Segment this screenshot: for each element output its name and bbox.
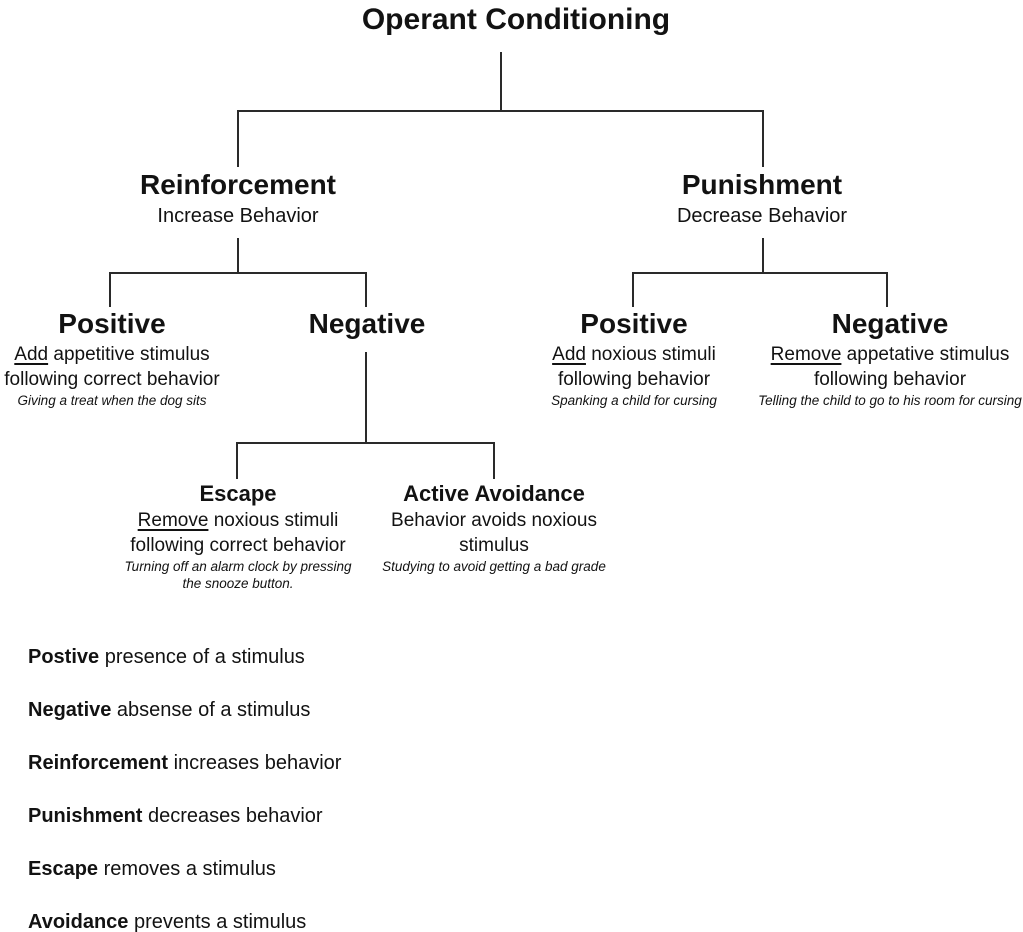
connector-title-stem xyxy=(500,52,502,111)
connector-punishment-negative-drop xyxy=(886,272,888,307)
connector-reinforcement-positive-drop xyxy=(109,272,111,307)
node-punishment-positive: Positive Add noxious stimuli following b… xyxy=(524,306,744,409)
node-escape-desc-line1: Remove noxious stimuli xyxy=(113,508,363,533)
node-punishment-positive-desc-line2: following behavior xyxy=(557,369,711,390)
definition-item-avoidance: Avoidance prevents a stimulus xyxy=(28,909,306,932)
desc-text: appetitive stimulus xyxy=(48,344,210,365)
node-reinforcement-negative: Negative xyxy=(267,306,467,342)
underlined-word: Remove xyxy=(770,344,842,365)
node-punishment-positive-example: Spanking a child for cursing xyxy=(551,393,717,408)
definition-item-negative: Negative absense of a stimulus xyxy=(28,697,310,723)
desc-text: appetative stimulus xyxy=(841,344,1010,365)
definition-text: presence of a stimulus xyxy=(99,646,305,668)
connector-reinforcement-drop xyxy=(237,110,239,167)
node-active-avoidance: Active Avoidance Behavior avoids noxious… xyxy=(374,480,614,575)
node-punishment-negative-desc-line1: Remove appetative stimulus xyxy=(753,342,1023,367)
node-escape-example-line1: Turning off an alarm clock by pressing xyxy=(124,559,352,574)
connector-punishment-drop xyxy=(762,110,764,167)
connector-reinforcement-stem xyxy=(237,238,239,273)
node-punishment-subtitle: Decrease Behavior xyxy=(676,205,848,227)
definition-item-positive: Postive presence of a stimulus xyxy=(28,644,305,670)
definition-term: Escape xyxy=(28,858,99,880)
definition-item-punishment: Punishment decreases behavior xyxy=(28,803,323,829)
desc-text: noxious stimuli xyxy=(208,510,339,531)
connector-punishment-horizontal xyxy=(632,272,888,274)
definition-text: absense of a stimulus xyxy=(111,699,311,721)
node-reinforcement-positive-desc-line1: Add appetitive stimulus xyxy=(0,342,232,367)
node-escape: Escape Remove noxious stimuli following … xyxy=(113,480,363,592)
node-active-avoidance-title: Active Avoidance xyxy=(403,481,585,506)
node-reinforcement-negative-title: Negative xyxy=(308,308,426,339)
node-punishment-negative: Negative Remove appetative stimulus foll… xyxy=(753,306,1023,409)
connector-negative-stem xyxy=(365,352,367,443)
connector-escape-drop xyxy=(236,442,238,479)
definition-text: decreases behavior xyxy=(142,805,323,827)
node-punishment-negative-desc-line2: following behavior xyxy=(813,369,967,390)
diagram-title: Operant Conditioning xyxy=(361,3,671,36)
node-reinforcement-subtitle: Increase Behavior xyxy=(157,205,319,227)
connector-reinforcement-negative-drop xyxy=(365,272,367,307)
node-active-avoidance-desc-line2: stimulus xyxy=(459,535,529,556)
node-punishment-positive-desc-line1: Add noxious stimuli xyxy=(524,342,744,367)
definition-item-escape: Escape removes a stimulus xyxy=(28,856,276,882)
node-punishment-positive-title: Positive xyxy=(580,308,688,339)
underlined-word: Add xyxy=(552,344,586,365)
connector-negative-horizontal xyxy=(236,442,495,444)
node-reinforcement-positive-title: Positive xyxy=(58,308,166,339)
underlined-word: Add xyxy=(14,344,49,365)
definition-term: Negative xyxy=(28,699,112,721)
node-reinforcement-positive: Positive Add appetitive stimulus followi… xyxy=(0,306,232,409)
definition-term: Postive xyxy=(28,646,100,668)
node-punishment: Punishment Decrease Behavior xyxy=(612,167,912,229)
underlined-word: Remove xyxy=(137,510,209,531)
node-active-avoidance-example: Studying to avoid getting a bad grade xyxy=(382,559,606,574)
definition-term: Avoidance xyxy=(28,911,129,932)
node-active-avoidance-desc-line1: Behavior avoids noxious xyxy=(391,510,597,531)
node-punishment-negative-example: Telling the child to go to his room for … xyxy=(758,393,1022,408)
node-escape-title: Escape xyxy=(199,481,277,506)
desc-text: noxious stimuli xyxy=(585,344,716,365)
node-escape-desc-line2: following correct behavior xyxy=(130,535,346,556)
connector-punishment-positive-drop xyxy=(632,272,634,307)
node-reinforcement-positive-example: Giving a treat when the dog sits xyxy=(17,393,207,408)
definition-text: increases behavior xyxy=(168,752,342,774)
definition-term: Punishment xyxy=(28,805,143,827)
connector-level1-horizontal xyxy=(237,110,764,112)
node-reinforcement-title: Reinforcement xyxy=(139,169,337,200)
definition-text: removes a stimulus xyxy=(98,858,276,880)
node-reinforcement-positive-desc-line2: following correct behavior xyxy=(4,369,220,390)
definition-text: prevents a stimulus xyxy=(128,911,307,932)
definition-item-reinforcement: Reinforcement increases behavior xyxy=(28,750,341,776)
definition-term: Reinforcement xyxy=(28,752,169,774)
connector-punishment-stem xyxy=(762,238,764,273)
node-punishment-title: Punishment xyxy=(681,169,843,200)
node-punishment-negative-title: Negative xyxy=(831,308,949,339)
node-escape-example-line2: the snooze button. xyxy=(182,576,294,591)
connector-reinforcement-horizontal xyxy=(109,272,367,274)
connector-avoidance-drop xyxy=(493,442,495,479)
node-reinforcement: Reinforcement Increase Behavior xyxy=(88,167,388,229)
